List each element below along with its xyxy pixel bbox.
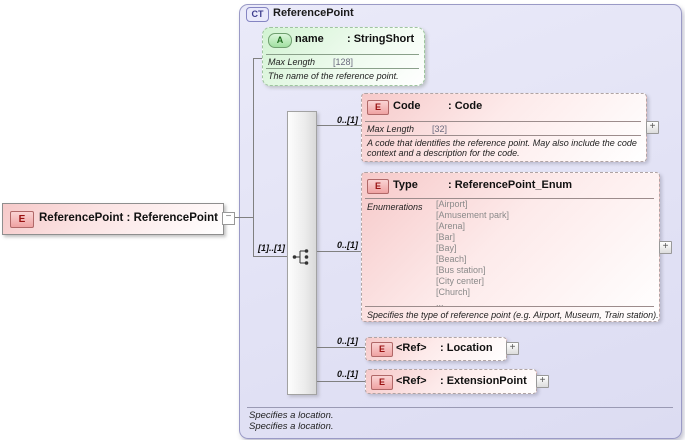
footer-separator bbox=[247, 407, 673, 408]
element-code-doc: A code that identifies the reference poi… bbox=[367, 138, 637, 158]
element-code-box[interactable]: E Code : Code Max Length [32] A code tha… bbox=[361, 93, 647, 162]
element-ref-name: <Ref> bbox=[396, 342, 427, 354]
connector-line bbox=[253, 58, 262, 59]
separator bbox=[365, 121, 641, 122]
connector-trunk-line bbox=[253, 58, 254, 257]
sequence-cardinality-label: [1]..[1] bbox=[258, 243, 285, 253]
element-badge-icon: E bbox=[367, 179, 389, 194]
cardinality-label-code: 0..[1] bbox=[336, 115, 358, 125]
attribute-type: : StringShort bbox=[347, 33, 415, 45]
element-badge-icon: E bbox=[10, 211, 34, 228]
expand-plus-icon[interactable]: + bbox=[659, 241, 672, 254]
connector-line bbox=[315, 381, 365, 382]
cardinality-label-extensionpoint: 0..[1] bbox=[336, 369, 358, 379]
element-ref-type: : Location bbox=[440, 342, 493, 354]
facet-value: [32] bbox=[432, 124, 448, 134]
connector-line bbox=[315, 347, 365, 348]
facet-label: Max Length bbox=[268, 57, 316, 67]
element-type-doc: Specifies the type of reference point (e… bbox=[367, 310, 659, 320]
element-code-name: Code bbox=[393, 100, 421, 112]
expand-plus-icon[interactable]: + bbox=[536, 375, 549, 388]
separator bbox=[266, 68, 419, 69]
element-badge-icon: E bbox=[367, 100, 389, 115]
complex-type-title: ReferencePoint bbox=[273, 7, 354, 19]
attribute-name: name bbox=[295, 33, 324, 45]
connector-line bbox=[315, 125, 361, 126]
element-type-box[interactable]: E Type : ReferencePoint_Enum Enumeration… bbox=[361, 172, 660, 322]
element-ref-extensionpoint-box[interactable]: E <Ref> : ExtensionPoint bbox=[365, 369, 537, 394]
collapse-handle-icon[interactable]: − bbox=[222, 212, 235, 225]
facet-value: [128] bbox=[333, 57, 354, 67]
element-ref-name: <Ref> bbox=[396, 375, 427, 387]
element-type-name: Type bbox=[393, 179, 418, 191]
separator bbox=[365, 306, 654, 307]
expand-plus-icon[interactable]: + bbox=[646, 121, 659, 134]
complex-type-footer-doc: Specifies a location.Specifies a locatio… bbox=[249, 410, 334, 432]
enumerations-list: [Airport][Amusement park][Arena][Bar][Ba… bbox=[436, 199, 510, 308]
enumerations-label: Enumerations bbox=[367, 202, 423, 212]
element-badge-icon: E bbox=[371, 342, 393, 357]
connector-line bbox=[233, 217, 253, 218]
cardinality-label-location: 0..[1] bbox=[336, 336, 358, 346]
complex-type-badge-icon: CT bbox=[246, 7, 269, 22]
separator bbox=[365, 135, 641, 136]
root-element-box[interactable]: E ReferencePoint : ReferencePoint bbox=[2, 203, 224, 235]
element-ref-type: : ExtensionPoint bbox=[440, 375, 527, 387]
cardinality-label-type: 0..[1] bbox=[336, 240, 358, 250]
expand-plus-icon[interactable]: + bbox=[506, 342, 519, 355]
attribute-doc: The name of the reference point. bbox=[268, 71, 399, 81]
connector-line bbox=[253, 256, 287, 257]
element-badge-icon: E bbox=[371, 375, 393, 390]
attribute-badge-icon: A bbox=[268, 33, 292, 48]
attribute-name-box[interactable]: A name : StringShort Max Length [128] Th… bbox=[262, 27, 425, 86]
root-element-label: ReferencePoint : ReferencePoint bbox=[39, 212, 218, 224]
sequence-compositor-bar[interactable] bbox=[287, 111, 317, 395]
element-type-type: : ReferencePoint_Enum bbox=[448, 179, 573, 191]
separator bbox=[365, 198, 654, 199]
connector-line bbox=[315, 251, 361, 252]
element-code-type: : Code bbox=[448, 100, 483, 112]
separator bbox=[266, 54, 419, 55]
facet-label: Max Length bbox=[367, 124, 415, 134]
element-ref-location-box[interactable]: E <Ref> : Location bbox=[365, 337, 507, 361]
sequence-icon bbox=[292, 249, 309, 265]
